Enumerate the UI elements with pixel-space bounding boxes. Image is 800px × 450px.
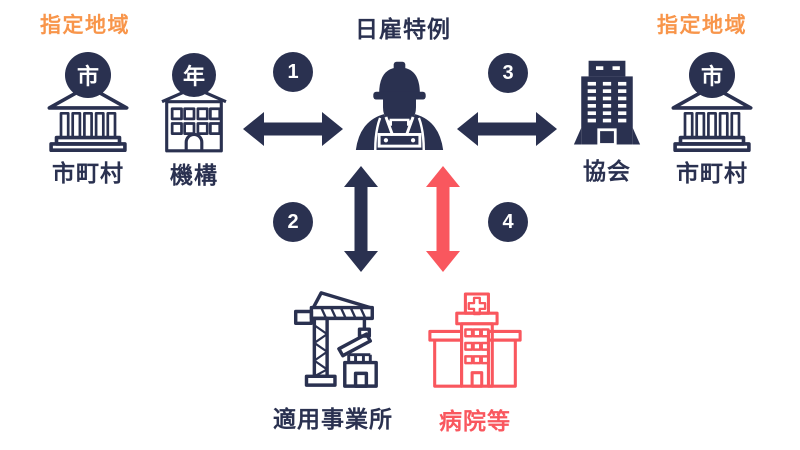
- diagram-title: 日雇特例: [355, 16, 451, 42]
- municipality-left-node: 市 市町村: [38, 52, 138, 188]
- step-4-badge: 4: [488, 202, 528, 242]
- workplace-node: 適用事業所: [272, 286, 394, 434]
- municipality-right-badge: 市: [689, 52, 735, 98]
- pension-org-label: 機構: [170, 162, 218, 188]
- construction-worker-icon: [355, 61, 444, 150]
- pension-org-badge: 年: [172, 53, 216, 97]
- government-building-icon: [671, 84, 753, 152]
- municipality-right-node: 市 市町村: [662, 52, 762, 188]
- workplace-double-arrow-icon: [344, 166, 378, 272]
- step-2-badge: 2: [273, 202, 313, 242]
- municipality-left-label: 市町村: [52, 160, 124, 186]
- municipality-right-label: 市町村: [676, 160, 748, 186]
- association-node: 協会: [570, 58, 644, 186]
- step-3-badge: 3: [488, 53, 528, 93]
- hospital-icon: [428, 292, 522, 388]
- step-1-badge: 1: [273, 52, 313, 92]
- government-building-icon: [47, 84, 129, 152]
- right-double-arrow-icon: [457, 112, 557, 146]
- crane-icon: [293, 291, 378, 388]
- designated-area-label-left: 指定地域: [40, 14, 130, 37]
- association-label: 協会: [583, 158, 631, 184]
- pension-org-node: 年 機構: [152, 53, 236, 190]
- designated-area-label-right: 指定地域: [657, 14, 747, 37]
- municipality-left-badge: 市: [65, 52, 111, 98]
- left-double-arrow-icon: [243, 112, 343, 146]
- pension-building-icon: [161, 86, 227, 153]
- hospital-double-arrow-icon: [426, 166, 460, 272]
- workplace-label: 適用事業所: [273, 406, 393, 432]
- hospital-node: 病院等: [417, 292, 533, 436]
- association-building-icon: [573, 60, 641, 146]
- hospital-label: 病院等: [439, 408, 511, 434]
